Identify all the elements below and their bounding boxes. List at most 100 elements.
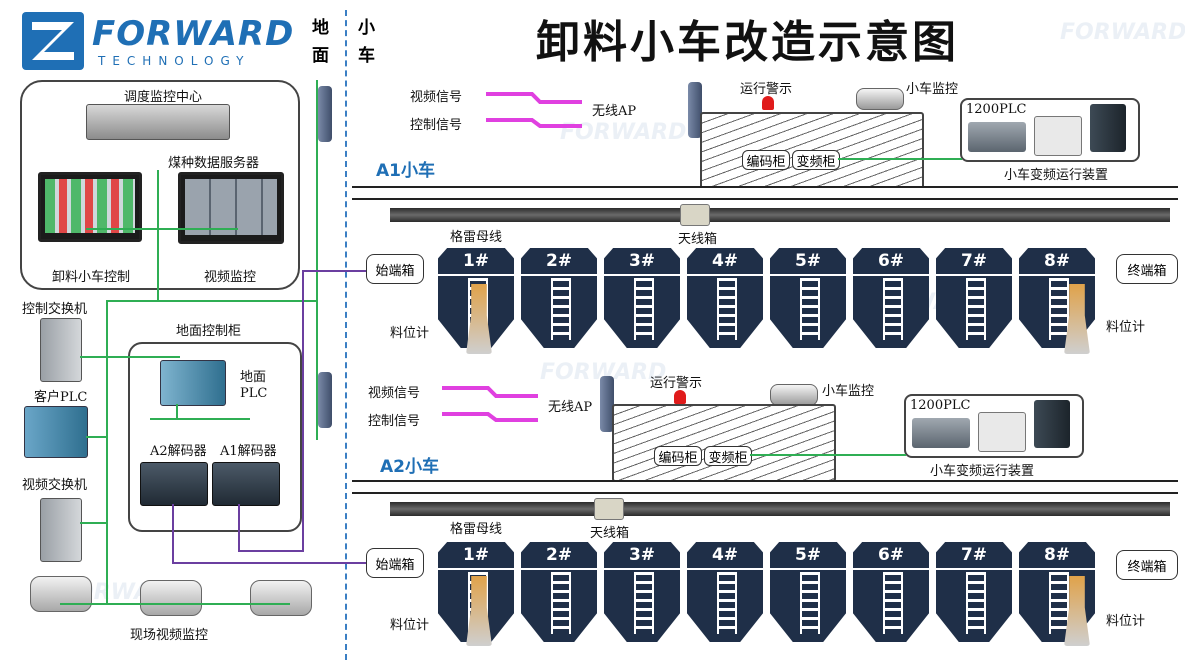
car-monitor-label: 小车监控 bbox=[906, 82, 959, 97]
rail bbox=[352, 186, 1178, 200]
silo-bin-label: 6# bbox=[853, 248, 929, 274]
ground-plc-icon bbox=[160, 360, 226, 406]
silo-bin-label: 6# bbox=[853, 542, 929, 568]
control-switch-icon bbox=[40, 318, 82, 382]
tripper-car-icon bbox=[700, 112, 924, 190]
field-camera-icon bbox=[140, 580, 202, 616]
ladder-icon bbox=[634, 278, 654, 340]
pc-video-label: 视频监控 bbox=[204, 270, 257, 285]
silo-bin-label: 8# bbox=[1019, 248, 1095, 274]
ground-cabinet-title: 地面控制柜 bbox=[176, 324, 242, 339]
silo-bin: 3# bbox=[604, 248, 680, 348]
antenna-box-label: 天线箱 bbox=[678, 232, 718, 247]
silo-bin-label: 2# bbox=[521, 542, 597, 568]
wireless-signal-icon bbox=[442, 386, 538, 422]
server-label: 煤种数据服务器 bbox=[168, 156, 260, 171]
monitor-control-icon bbox=[38, 172, 142, 242]
ethernet-line bbox=[106, 356, 180, 358]
serial-line bbox=[302, 270, 304, 552]
customer-plc-icon bbox=[24, 406, 88, 458]
warning-label: 运行警示 bbox=[650, 376, 703, 391]
serial-line bbox=[302, 270, 368, 272]
car-name: A2小车 bbox=[380, 457, 439, 477]
silo-bin-label: 4# bbox=[687, 542, 763, 568]
level-meter-label: 料位计 bbox=[1106, 614, 1146, 629]
silo-bin: 2# bbox=[521, 248, 597, 348]
wireless-signal-icon bbox=[486, 92, 582, 128]
busbar bbox=[390, 502, 1170, 516]
silo-bin: 5# bbox=[770, 248, 846, 348]
ground-car-divider bbox=[345, 10, 347, 660]
ethernet-line bbox=[80, 522, 106, 524]
ladder-icon bbox=[717, 572, 737, 634]
divider-label-car: 小车 bbox=[358, 18, 375, 66]
control-signal-label: 控制信号 bbox=[410, 118, 463, 133]
decoder-a1-label: A1解码器 bbox=[220, 444, 277, 459]
ladder-icon bbox=[551, 278, 571, 340]
tripper-car-icon bbox=[612, 404, 836, 482]
busbar-label: 格雷母线 bbox=[450, 522, 503, 537]
video-switch-label: 视频交换机 bbox=[22, 478, 88, 493]
silo-bin: 4# bbox=[687, 542, 763, 642]
control-switch-label: 控制交换机 bbox=[22, 302, 88, 317]
ethernet-line bbox=[80, 356, 106, 358]
busbar bbox=[390, 208, 1170, 222]
silo-bin-label: 1# bbox=[438, 542, 514, 568]
decoder-a1-icon bbox=[212, 462, 280, 506]
antenna-box-label: 天线箱 bbox=[590, 526, 630, 541]
ladder-icon bbox=[966, 572, 986, 634]
ladder-icon bbox=[800, 572, 820, 634]
silo-bin-label: 4# bbox=[687, 248, 763, 274]
silo-bin-label: 8# bbox=[1019, 542, 1095, 568]
brand-name: FORWARD bbox=[92, 14, 295, 54]
ladder-icon bbox=[717, 278, 737, 340]
ethernet-line bbox=[86, 228, 238, 230]
silo-bin-label: 3# bbox=[604, 248, 680, 274]
silo-bin-label: 7# bbox=[936, 248, 1012, 274]
serial-line bbox=[238, 504, 240, 552]
car-plc-label: 1200PLC bbox=[966, 102, 1027, 117]
ground-ap-icon bbox=[318, 372, 332, 428]
car-monitor-label: 小车监控 bbox=[822, 384, 875, 399]
ethernet-line bbox=[106, 300, 108, 605]
end-box: 终端箱 bbox=[1116, 254, 1178, 284]
ethernet-line bbox=[60, 603, 290, 605]
serial-line bbox=[172, 562, 368, 564]
start-box: 始端箱 bbox=[366, 548, 424, 578]
serial-line bbox=[172, 504, 174, 564]
ladder-icon bbox=[1049, 572, 1069, 634]
ethernet-line bbox=[750, 454, 906, 456]
car-ap-icon bbox=[600, 376, 614, 432]
silo-bin: 7# bbox=[936, 248, 1012, 348]
control-signal-label: 控制信号 bbox=[368, 414, 421, 429]
silo-bin-label: 5# bbox=[770, 542, 846, 568]
rail bbox=[352, 480, 1178, 494]
vfd-device-label: 小车变频运行装置 bbox=[930, 464, 1035, 479]
pc-control-label: 卸料小车控制 bbox=[52, 270, 131, 285]
monitor-video-icon bbox=[178, 172, 284, 244]
silo-bin-label: 2# bbox=[521, 248, 597, 274]
field-camera-label: 现场视频监控 bbox=[130, 628, 209, 643]
ethernet-line bbox=[106, 300, 318, 302]
car-plc-label: 1200PLC bbox=[910, 398, 971, 413]
wireless-ap-label: 无线AP bbox=[592, 104, 637, 119]
antenna-box-icon bbox=[594, 498, 624, 520]
watermark-logo: FORWARD bbox=[1060, 20, 1185, 45]
wireless-ap-label: 无线AP bbox=[548, 400, 593, 415]
ladder-icon bbox=[1049, 278, 1069, 340]
warning-label: 运行警示 bbox=[740, 82, 793, 97]
ethernet-line bbox=[157, 170, 159, 300]
silo-bin-label: 7# bbox=[936, 542, 1012, 568]
vfd-cabinet-label: 变频柜 bbox=[704, 446, 752, 466]
car-button-panel-icon bbox=[1034, 116, 1082, 156]
silo-bin: 6# bbox=[853, 542, 929, 642]
car-name: A1小车 bbox=[376, 161, 435, 181]
ground-plc-label: 地面PLC bbox=[240, 370, 268, 401]
video-signal-label: 视频信号 bbox=[368, 386, 421, 401]
silo-bin: 6# bbox=[853, 248, 929, 348]
decoder-a2-icon bbox=[140, 462, 208, 506]
silo-bin: 3# bbox=[604, 542, 680, 642]
silo-bin-label: 3# bbox=[604, 542, 680, 568]
divider-label-ground: 地面 bbox=[312, 18, 329, 66]
ladder-icon bbox=[966, 278, 986, 340]
